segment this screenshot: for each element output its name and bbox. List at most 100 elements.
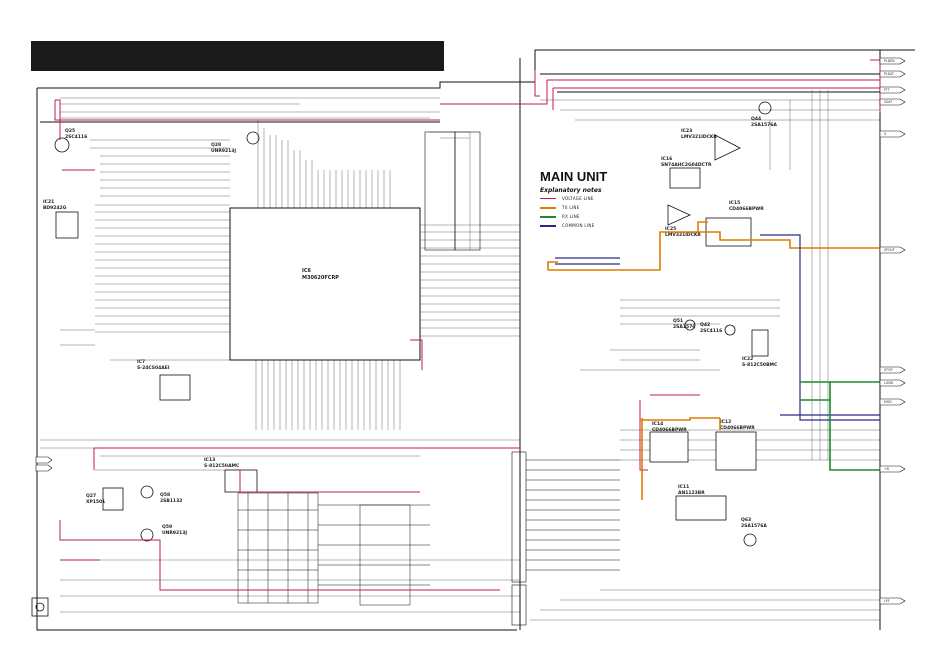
conn-label-6: STOP: [884, 368, 892, 372]
q27-ref: Q27: [86, 493, 96, 499]
ic14-ref: IC14: [652, 421, 663, 427]
tx-lines: [547, 221, 880, 500]
ic22-part: S-812C50BMC: [742, 362, 778, 368]
left-input-arrows: [35, 456, 53, 472]
conn-label-3: SDAT: [884, 100, 892, 104]
q51-part: 2SA1576: [673, 324, 695, 330]
ic22-ref: IC22: [742, 356, 753, 362]
legend-item-label: TX LINE: [562, 205, 580, 210]
q44-ref: Q44: [751, 116, 761, 122]
legend: Explanatory notes VOLTAGE LINE TX LINE R…: [540, 187, 622, 235]
conn-label-4: U: [884, 132, 887, 136]
ic13-part: S-812C50AMC: [204, 463, 240, 469]
q28-ref: Q28: [211, 142, 221, 148]
q63-part: 2SA1576A: [741, 523, 767, 529]
ic6-ref: IC6: [302, 268, 312, 274]
ic7-ref: IC7: [137, 359, 145, 365]
ic14-block: IC14 CD4066BPWR: [649, 421, 689, 463]
legend-item: COMMON LINE: [540, 221, 622, 230]
q58-ref: Q58: [160, 492, 170, 498]
ic15-ref: IC15: [729, 200, 740, 206]
diagram-heading: MAIN UNIT: [540, 169, 608, 184]
conn-label-9: +B: [884, 467, 889, 471]
connector-cn-middle: [511, 451, 620, 626]
legend-item-label: VOLTAGE LINE: [562, 196, 594, 201]
legend-item: VOLTAGE LINE: [540, 194, 622, 203]
ic15-block: IC15 CD4066BPWR: [705, 200, 764, 247]
legend-item: TX LINE: [540, 203, 622, 212]
ic25-block: IC25 LMV321IDCKR: [665, 204, 701, 238]
conn-label-2: PTT: [884, 88, 890, 92]
common-lines: [555, 234, 880, 421]
rx-lines: [800, 381, 880, 471]
q63-ref: Q63: [741, 517, 751, 523]
q59-block: Q59 UNR9213J: [140, 524, 187, 542]
q51-ref: Q51: [673, 318, 683, 324]
conn-label-10: LPF: [884, 599, 890, 603]
ic23-ref: IC23: [681, 128, 692, 134]
q44-block: Q44 2SA1576A: [751, 101, 777, 128]
ic12-part: CD4066BPWR: [720, 425, 755, 431]
ic7-part: S-24CS04AEI: [137, 365, 170, 371]
right-connector-labels: PLDEN PLDAT PTT SDAT U SPOUT STOP LGND M…: [884, 59, 895, 603]
ic13-ref: IC13: [204, 457, 215, 463]
q27-part: XP1501: [86, 499, 105, 505]
ic25-ref: IC25: [665, 226, 676, 232]
common-line-swatch: [540, 224, 556, 227]
legend-item-label: RX LINE: [562, 214, 580, 219]
q42-ref: Q42: [700, 322, 710, 328]
q44-part: 2SA1576A: [751, 122, 777, 128]
q58-block: Q58 2SB1132: [140, 485, 182, 504]
tx-line-swatch: [540, 206, 556, 209]
board-frame: [36, 49, 915, 631]
ic14-part: CD4066BPWR: [652, 427, 687, 433]
ic21-ref: IC21: [43, 199, 54, 205]
q25-part: 2SC4116: [65, 134, 87, 140]
legend-item: RX LINE: [540, 212, 622, 221]
q27-block: Q27 XP1501: [86, 487, 124, 511]
ic21-part: BD9242G: [43, 205, 67, 211]
q51-block: Q51 2SA1576: [673, 318, 696, 331]
q59-part: UNR9213J: [162, 530, 187, 536]
jack-connector: [31, 597, 49, 617]
ic15-part: CD4066BPWR: [729, 206, 764, 212]
ic16-part: SN74AHC2G04DCTR: [661, 162, 712, 168]
ic16-block: IC16 SN74AHC2G04DCTR: [661, 156, 712, 189]
ic23-block: IC23 LMV321IDCKR: [681, 128, 741, 161]
q28-block: Q28 UNR9213J: [211, 131, 260, 154]
q42-block: Q42 2SC4116: [700, 322, 736, 336]
voltage-line-swatch: [540, 198, 556, 199]
ic23-part: LMV321IDCKR: [681, 134, 717, 140]
q58-part: 2SB1132: [160, 498, 182, 504]
ic16-ref: IC16: [661, 156, 672, 162]
connector-strip-top: [424, 131, 481, 251]
ic6-part: M30620FCRP: [302, 275, 339, 281]
ic21-block: IC21 BD9242G: [43, 199, 79, 239]
title-bar: [31, 41, 444, 71]
conn-label-8: MOD: [884, 400, 892, 404]
q28-part: UNR9213J: [211, 148, 236, 154]
conn-label-0: PLDEN: [884, 59, 895, 63]
q63-block: Q63 2SA1576A: [741, 517, 767, 547]
conn-label-1: PLDAT: [884, 72, 894, 76]
ic22-block: IC22 S-812C50BMC: [742, 329, 778, 368]
q25-block: Q25 2SC4116: [54, 128, 87, 153]
legend-title: Explanatory notes: [540, 187, 602, 194]
ic11-part: AN1123BR: [678, 490, 705, 496]
ic13-block: IC13 S-812C50AMC: [204, 457, 258, 493]
right-connector-tabs: [879, 57, 906, 605]
legend-item-label: COMMON LINE: [562, 223, 595, 228]
ic7-block: IC7 S-24CS04AEI: [137, 359, 191, 401]
voltage-lines: [54, 59, 881, 591]
conn-label-5: SPOUT: [884, 248, 895, 252]
ic25-part: LMV321IDCKR: [665, 232, 701, 238]
ic11-block: IC11 AN1123BR: [675, 484, 727, 521]
q25-ref: Q25: [65, 128, 75, 134]
ic11-ref: IC11: [678, 484, 689, 490]
rx-line-swatch: [540, 215, 556, 218]
ic12-block: IC12 CD4066BPWR: [715, 419, 757, 471]
conn-label-7: LGND: [884, 381, 894, 385]
ic6-mcu: IC6 M30620FCRP: [229, 207, 421, 361]
ic12-ref: IC12: [720, 419, 731, 425]
